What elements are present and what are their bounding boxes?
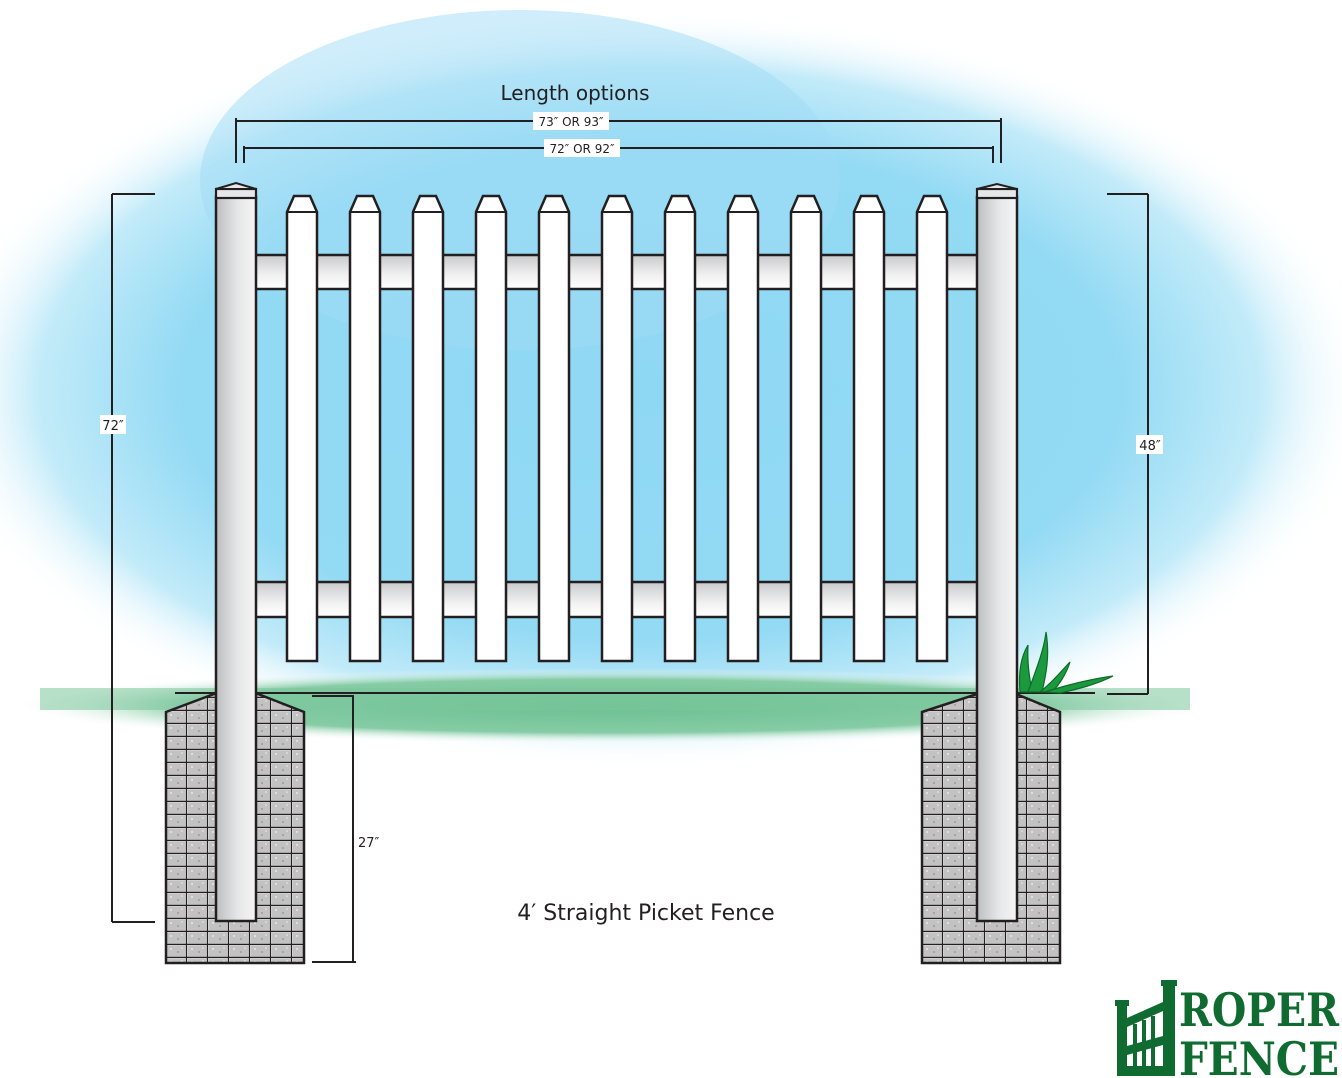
- picket: [285, 194, 319, 663]
- picket: [663, 194, 697, 663]
- gate-icon: [1115, 980, 1177, 1076]
- total-height-dimension: [111, 193, 155, 923]
- diagram-title: 4′ Straight Picket Fence: [517, 901, 774, 926]
- grass-tuft-icon: [1018, 631, 1114, 694]
- outer-length-dimension: [235, 118, 1002, 163]
- logo-line-roper: ROPER: [1179, 983, 1340, 1037]
- fence-height-label: 48″: [1139, 439, 1161, 454]
- logo-line-fence: FENCE: [1179, 1032, 1339, 1078]
- picket: [915, 194, 949, 663]
- left-post: [214, 181, 258, 923]
- picket: [726, 194, 760, 663]
- pickets: [285, 194, 949, 663]
- picket: [600, 194, 634, 663]
- post-depth-dimension: [312, 695, 356, 963]
- picket: [474, 194, 508, 663]
- picket: [537, 194, 571, 663]
- post-depth-label: 27″: [358, 836, 380, 851]
- outer-length-label: 73″ OR 93″: [539, 115, 604, 129]
- inner-length-label: 72″ OR 92″: [550, 142, 615, 156]
- length-options-heading: Length options: [500, 81, 649, 105]
- total-height-label: 72″: [102, 419, 124, 434]
- roper-fence-logo: ROPER FENCE: [1115, 980, 1340, 1078]
- picket: [789, 194, 823, 663]
- picket: [348, 194, 382, 663]
- right-post: [975, 182, 1019, 923]
- picket: [852, 194, 886, 663]
- picket: [411, 194, 445, 663]
